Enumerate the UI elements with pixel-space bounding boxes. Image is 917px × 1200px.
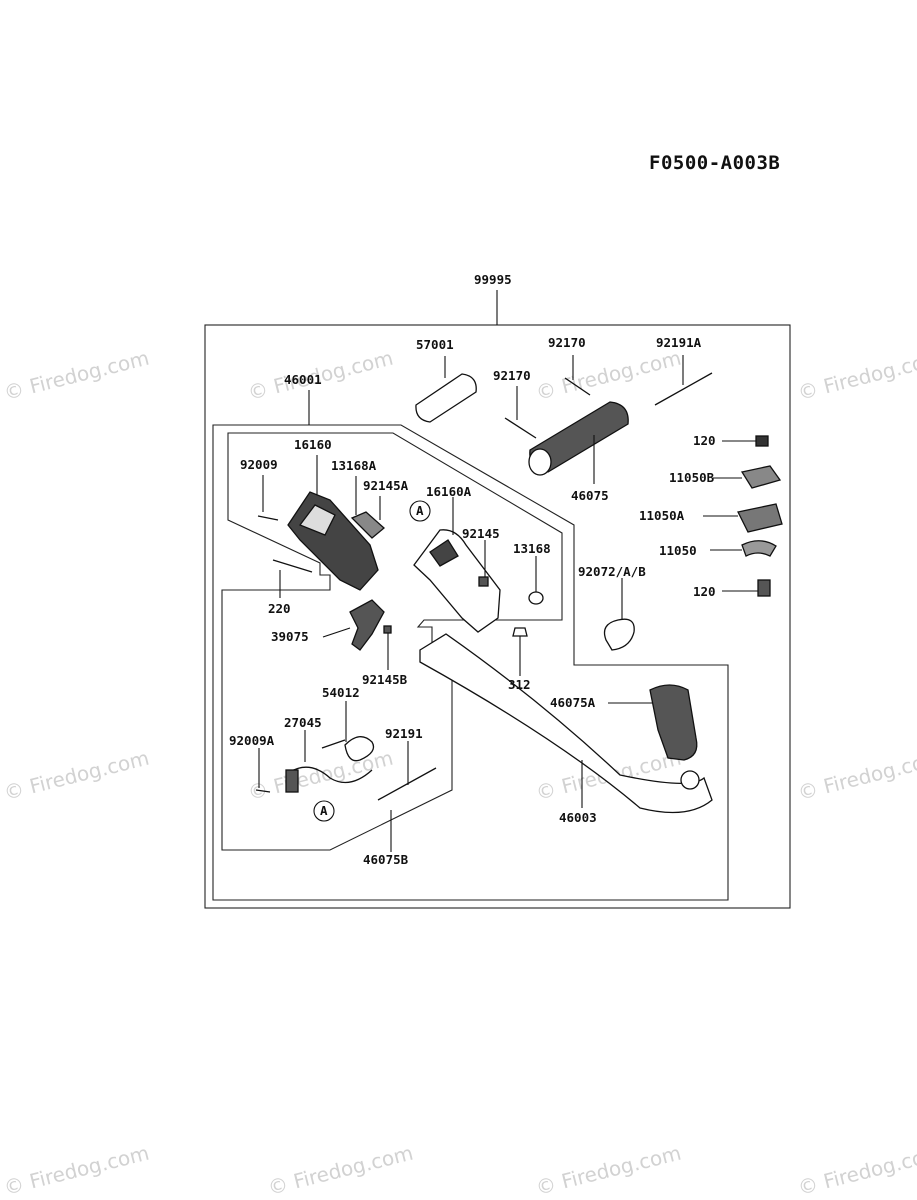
assembly-ref-label: 99995 [474, 272, 512, 287]
part-label: 54012 [322, 685, 360, 700]
part-label: 92072/A/B [578, 564, 646, 579]
part-92145b-drawing [383, 625, 392, 670]
part-label: 92145B [362, 672, 408, 687]
part-label: 27045 [284, 715, 322, 730]
watermark: © Firedog.com [533, 1141, 683, 1200]
part-label: 11050B [669, 470, 715, 485]
part-label: 13168 [513, 541, 551, 556]
callout-a-upper: A [409, 500, 431, 522]
watermark: © Firedog.com [533, 346, 683, 405]
part-label: 220 [268, 601, 291, 616]
part-label: 120 [693, 584, 716, 599]
part-label: 11050 [659, 543, 697, 558]
part-label: 92145 [462, 526, 500, 541]
watermark: © Firedog.com [1, 1141, 151, 1200]
part-label: 46075 [571, 488, 609, 503]
part-label: 46001 [284, 372, 322, 387]
part-wiring-drawing [255, 701, 437, 801]
watermark: © Firedog.com [795, 346, 917, 405]
part-label: 92170 [493, 368, 531, 383]
part-clamp-stack-drawing [703, 435, 783, 597]
part-label: 92191A [656, 335, 702, 350]
part-label: 13168A [331, 458, 377, 473]
part-16160a-drawing [413, 497, 501, 633]
handle-subassembly-frame [212, 424, 729, 901]
watermark-layer: © Firedog.com © Firedog.com © Firedog.co… [1, 346, 917, 1200]
part-16160-drawing [287, 455, 379, 591]
part-label: 11050A [639, 508, 685, 523]
part-label: 46075A [550, 695, 596, 710]
callout-a-lower: A [313, 800, 335, 822]
watermark: © Firedog.com [245, 746, 395, 805]
grip-subassembly-frame [221, 432, 563, 851]
part-92009-drawing [257, 475, 279, 521]
part-92191a-drawing [654, 355, 713, 406]
part-label: 16160 [294, 437, 332, 452]
part-labels: 57001 92170 92170 92191A 46001 46075 120… [229, 335, 716, 867]
part-label: 46003 [559, 810, 597, 825]
watermark: © Firedog.com [265, 1141, 415, 1200]
part-label: 16160A [426, 484, 472, 499]
part-label: 92009 [240, 457, 278, 472]
part-13168a-drawing [350, 476, 385, 539]
part-label: 92145A [363, 478, 409, 493]
part-46075a-drawing [608, 684, 698, 761]
watermark: © Firedog.com [795, 746, 917, 805]
part-39075-drawing [322, 599, 385, 651]
part-46003-drawing [419, 633, 713, 814]
watermark: © Firedog.com [1, 746, 151, 805]
watermark: © Firedog.com [1, 346, 151, 405]
part-46075-drawing [528, 401, 629, 484]
part-92170-drawing [504, 355, 591, 439]
callout-a-label: A [320, 803, 328, 818]
part-220-drawing [272, 559, 313, 598]
part-label: 46075B [363, 852, 409, 867]
part-label: 312 [508, 677, 531, 692]
diagram-code: F0500-A003B [649, 152, 781, 174]
part-label: 57001 [416, 337, 454, 352]
watermark: © Firedog.com [795, 1141, 917, 1200]
part-small-hardware-drawing [478, 540, 544, 676]
part-label: 92170 [548, 335, 586, 350]
part-label: 39075 [271, 629, 309, 644]
part-label: 92009A [229, 733, 275, 748]
part-57001-drawing [415, 356, 477, 423]
part-92072-drawing [603, 578, 635, 651]
callout-a-label: A [416, 503, 424, 518]
part-label: 92191 [385, 726, 423, 741]
part-label: 120 [693, 433, 716, 448]
